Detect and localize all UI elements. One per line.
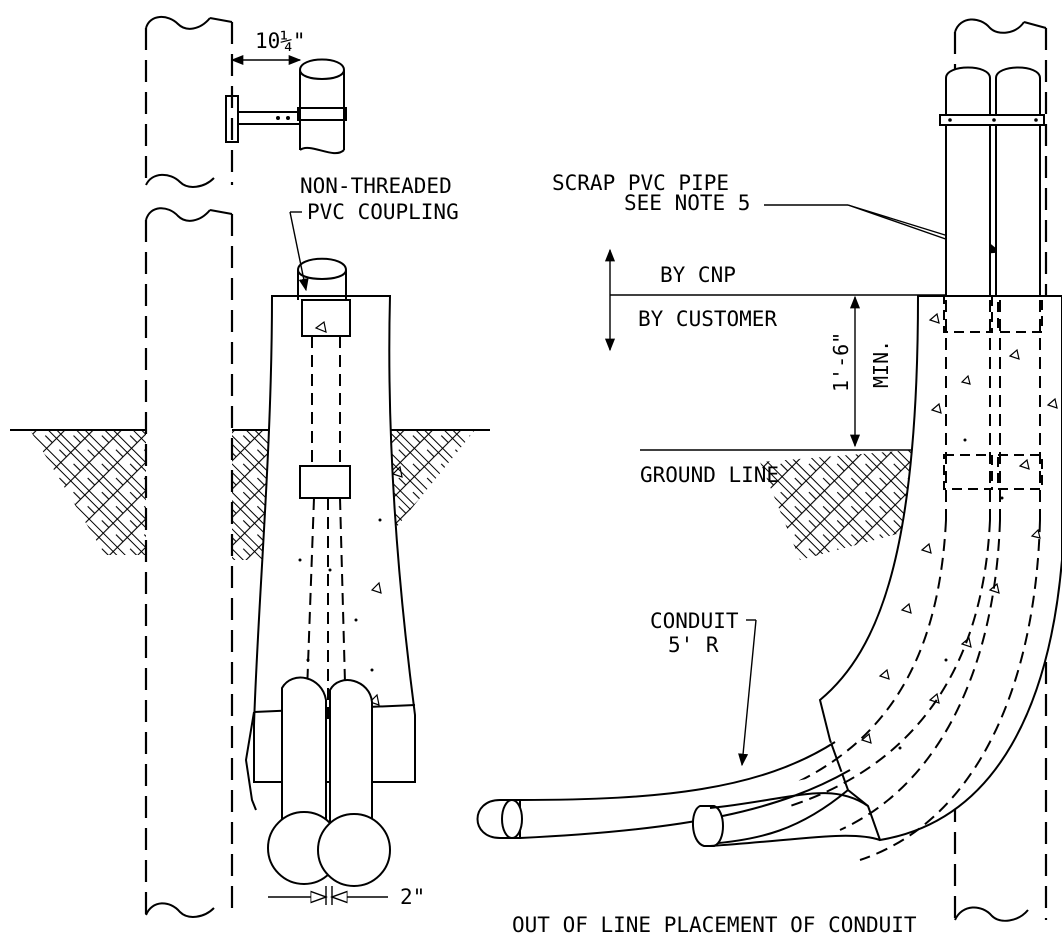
conduit-label-line1: CONDUIT — [650, 609, 739, 633]
concrete-encasement — [244, 295, 416, 811]
depth-dimension: 1'-6" MIN. — [829, 295, 893, 448]
dashed-conduit-paths — [779, 295, 1043, 861]
upper-pvc-pipe — [297, 58, 347, 155]
ground-line-label: GROUND LINE — [640, 463, 779, 487]
gap-dimension: 10¼" — [230, 29, 306, 66]
depth-dimension-label: 1'-6" — [829, 332, 853, 392]
scrap-pvc-label-line2: SEE NOTE 5 — [624, 191, 750, 215]
conduit-label-line2: 5' R — [668, 633, 719, 657]
horizontal-pipes-left — [267, 676, 391, 905]
vertical-pipes-right — [939, 66, 1045, 297]
by-cnp-label: BY CNP — [660, 263, 736, 287]
responsibility-divider: BY CNP BY CUSTOMER — [604, 248, 945, 352]
conduit-callout: CONDUIT 5' R — [650, 609, 757, 767]
right-view: SCRAP PVC PIPE SEE NOTE 5 BY CNP BY CUST… — [476, 18, 1062, 922]
curved-conduit-pipes — [476, 741, 881, 847]
standoff-bracket — [225, 95, 301, 143]
scrap-pvc-label-line1: SCRAP PVC PIPE — [552, 171, 729, 195]
vertical-pvc-pipe-left — [297, 257, 351, 721]
coupling-label-line2: PVC COUPLING — [307, 200, 459, 224]
coupling-label-line1: NON-THREADED — [300, 174, 452, 198]
lower-pole — [144, 207, 234, 918]
depth-min-label: MIN. — [869, 340, 893, 388]
spacing-dimension: 2" — [268, 885, 425, 909]
gap-dimension-label: 10¼" — [255, 29, 306, 53]
ground-line-right: GROUND LINE — [640, 449, 912, 560]
drawing-caption: OUT OF LINE PLACEMENT OF CONDUIT — [512, 913, 917, 937]
by-customer-label: BY CUSTOMER — [638, 307, 777, 331]
upper-pole-segment — [144, 16, 234, 188]
spacing-dimension-label: 2" — [400, 885, 425, 909]
left-view: 10¼" NON-THREADED PVC COUPLING — [10, 16, 490, 918]
ground-hatch-left — [10, 429, 490, 560]
